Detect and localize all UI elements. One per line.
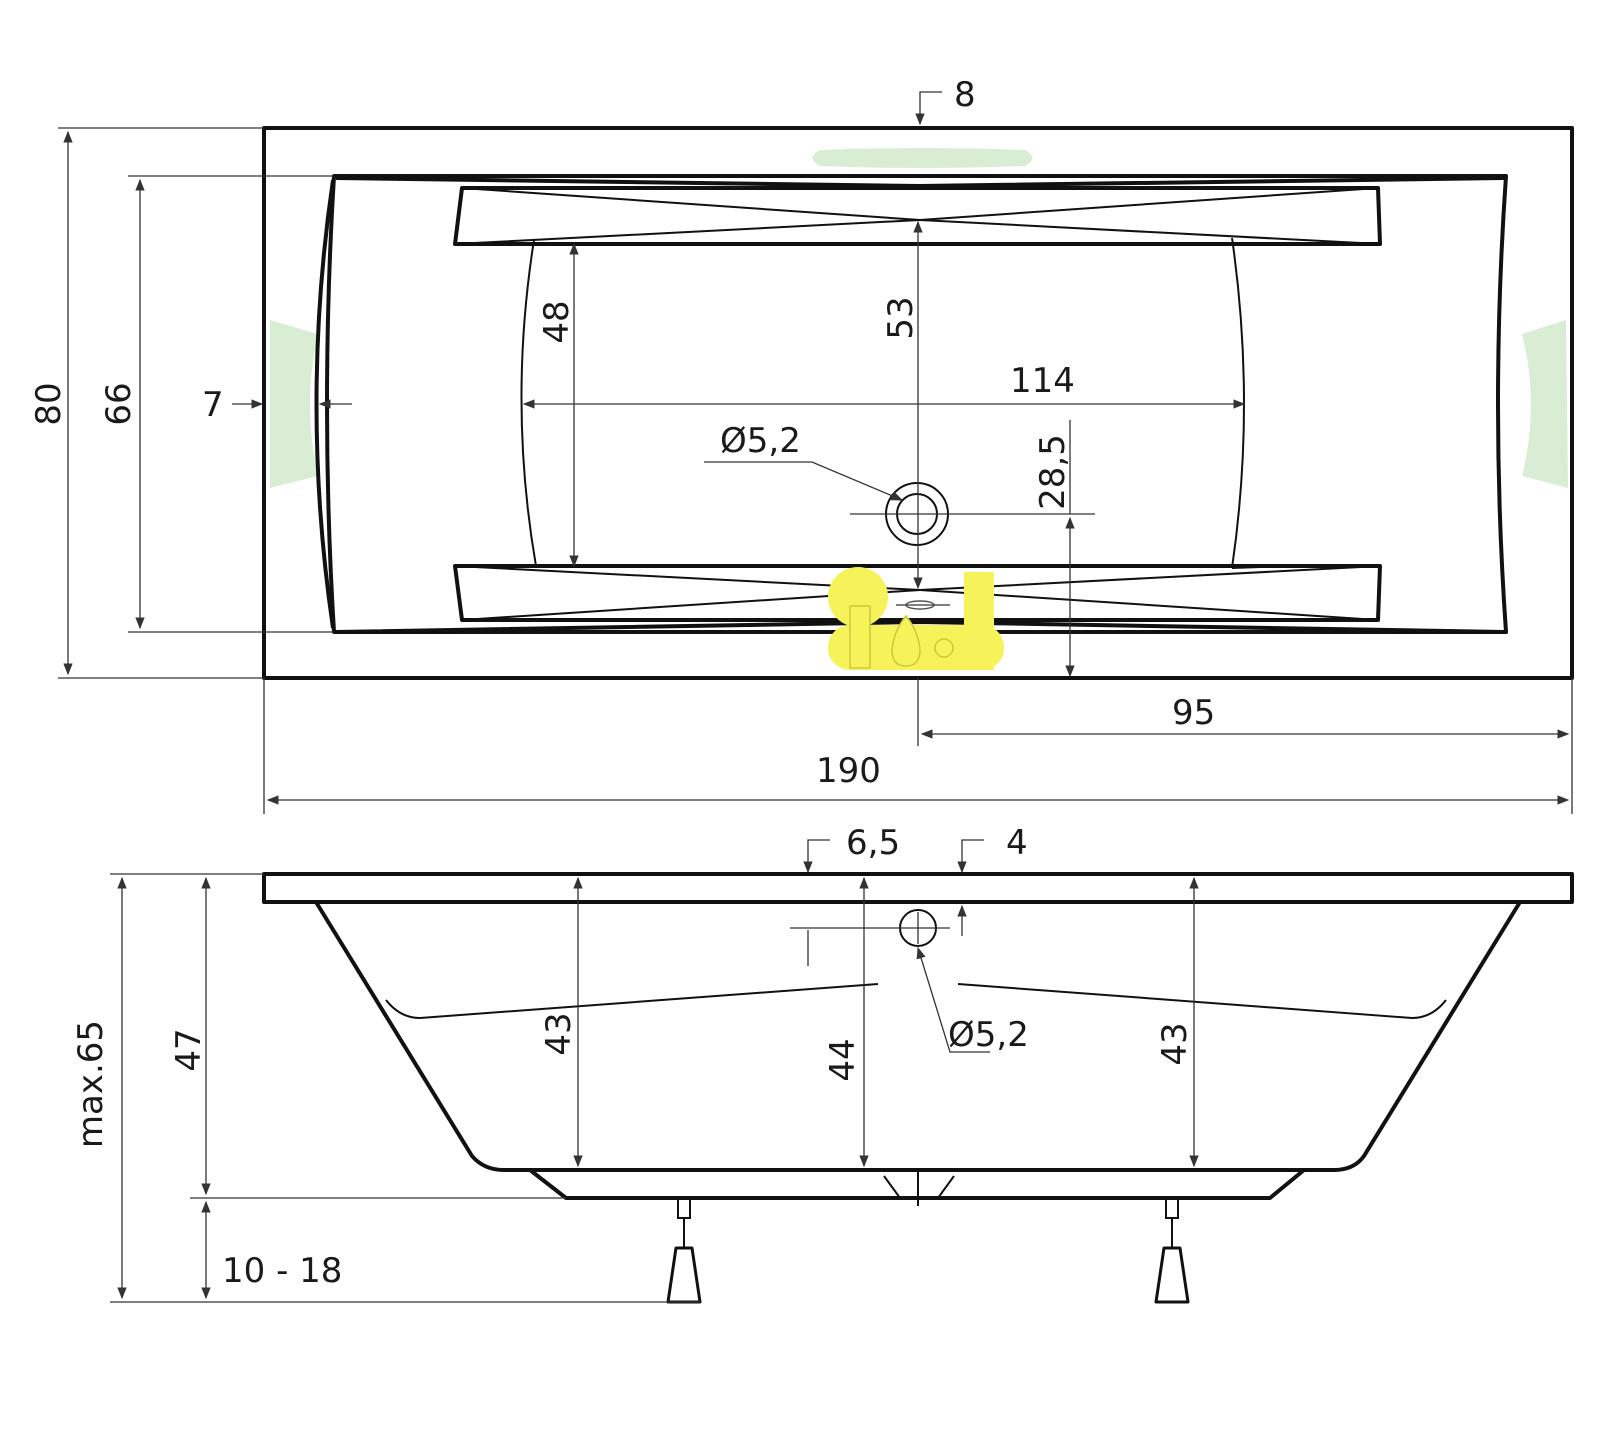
label-center-depth: 53 — [881, 296, 921, 339]
lower-cross-panel — [335, 564, 1505, 634]
label-body-height: 47 — [169, 1028, 209, 1071]
side-inner-right — [957, 983, 1447, 1020]
label-total-width: 80 — [29, 382, 69, 425]
label-inner-flat-length: 114 — [1010, 361, 1075, 401]
headrest-top — [812, 148, 1033, 168]
label-rim-side: 7 — [202, 385, 224, 425]
label-max-height: max.65 — [71, 1020, 111, 1148]
side-rim — [262, 872, 1574, 904]
label-depth-left: 43 — [539, 1012, 579, 1055]
flat-bottom-right-curve — [1231, 237, 1245, 569]
label-depth-center: 44 — [823, 1038, 863, 1081]
label-rim-thickness-left: 6,5 — [846, 823, 900, 863]
basin-left-curve — [314, 179, 335, 629]
label-inner-flat-width: 48 — [537, 300, 577, 343]
label-overflow-offset: 8 — [954, 75, 976, 115]
label-half-length: 95 — [1172, 693, 1215, 733]
faucet — [828, 567, 1004, 670]
foot-right — [1154, 1197, 1190, 1304]
foot-left — [666, 1197, 702, 1304]
side-dimensions — [110, 839, 1199, 1303]
label-depth-right: 43 — [1155, 1022, 1195, 1065]
top-view: 8 80 66 7 48 53 114 Ø5,2 28,5 95 190 — [29, 75, 1574, 814]
overflow — [790, 909, 950, 947]
label-feet-range: 10 - 18 — [222, 1251, 342, 1291]
label-drain-position: 28,5 — [1033, 434, 1073, 510]
top-dimensions — [58, 91, 1573, 814]
label-total-length: 190 — [816, 751, 881, 791]
side-inner-left — [385, 983, 879, 1020]
upper-cross-panel — [335, 176, 1505, 246]
headrest-left — [270, 320, 318, 488]
side-view: 6,5 4 43 44 43 Ø5,2 47 max.65 10 - 18 — [71, 823, 1574, 1304]
label-rim-thickness-right: 4 — [1006, 823, 1028, 863]
label-inner-width: 66 — [99, 382, 139, 425]
label-drain-diameter: Ø5,2 — [720, 421, 801, 461]
headrest-right — [1522, 320, 1568, 488]
label-overflow-diameter: Ø5,2 — [948, 1015, 1029, 1055]
tub-inner-basin — [325, 174, 1508, 634]
flat-bottom-left-curve — [520, 239, 537, 567]
